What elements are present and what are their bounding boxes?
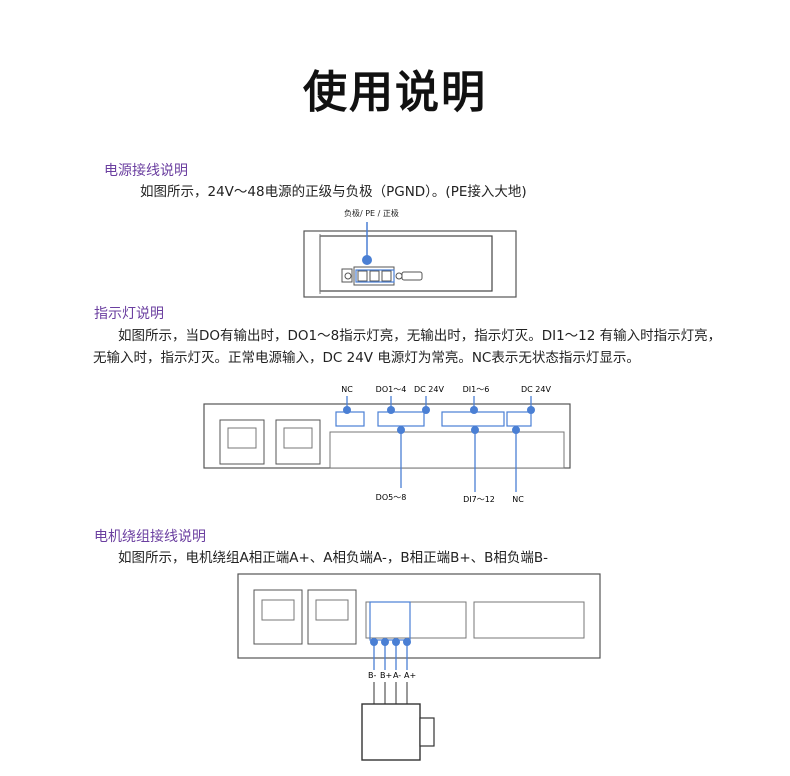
motor-wiring-text: 如图所示，电机绕组A相正端A+、A相负端A-，B相正端B+、B相负端B- xyxy=(118,550,549,566)
label-nc-bottom: NC xyxy=(512,495,524,504)
indicator-text-line1: 如图所示，当DO有输出时，DO1～8指示灯亮，无输出时，指示灯灭。DI1～12 … xyxy=(118,328,722,344)
label-dc24v-left: DC 24V xyxy=(414,385,444,394)
page-title: 使用说明 xyxy=(303,67,487,118)
pin-b-minus: B- xyxy=(368,671,376,680)
power-polarity-label: 负极/ PE / 正极 xyxy=(344,208,399,218)
label-di7-12: DI7～12 xyxy=(463,495,495,504)
pin-a-minus: A- xyxy=(393,671,401,680)
label-nc-top: NC xyxy=(341,385,353,394)
label-dc24v-right: DC 24V xyxy=(521,385,551,394)
indicator-heading: 指示灯说明 xyxy=(94,306,164,322)
indicator-diagram: NC DO1～4 DC 24V DI1～6 DC 24V DO5～8 DI7～1… xyxy=(203,385,571,504)
power-wiring-heading: 电源接线说明 xyxy=(104,163,188,179)
power-wiring-text: 如图所示，24V～48电源的正级与负极（PGND）。(PE接入大地) xyxy=(140,184,527,200)
indicator-text-line2: 无输入时，指示灯灭。正常电源输入，DC 24V 电源灯为常亮。NC表示无状态指示… xyxy=(93,350,640,366)
label-di1-6: DI1～6 xyxy=(463,385,490,394)
motor-wiring-diagram: B- B+ A- A+ xyxy=(237,573,601,761)
motor-wiring-heading: 电机绕组接线说明 xyxy=(94,529,206,545)
pin-b-plus: B+ xyxy=(380,671,392,680)
stepper-motor xyxy=(361,703,421,761)
label-do1-4: DO1～4 xyxy=(376,385,407,394)
power-connector-diagram: 负极/ PE / 正极 xyxy=(303,208,517,298)
label-do5-8: DO5～8 xyxy=(376,493,407,502)
pin-a-plus: A+ xyxy=(404,671,416,680)
